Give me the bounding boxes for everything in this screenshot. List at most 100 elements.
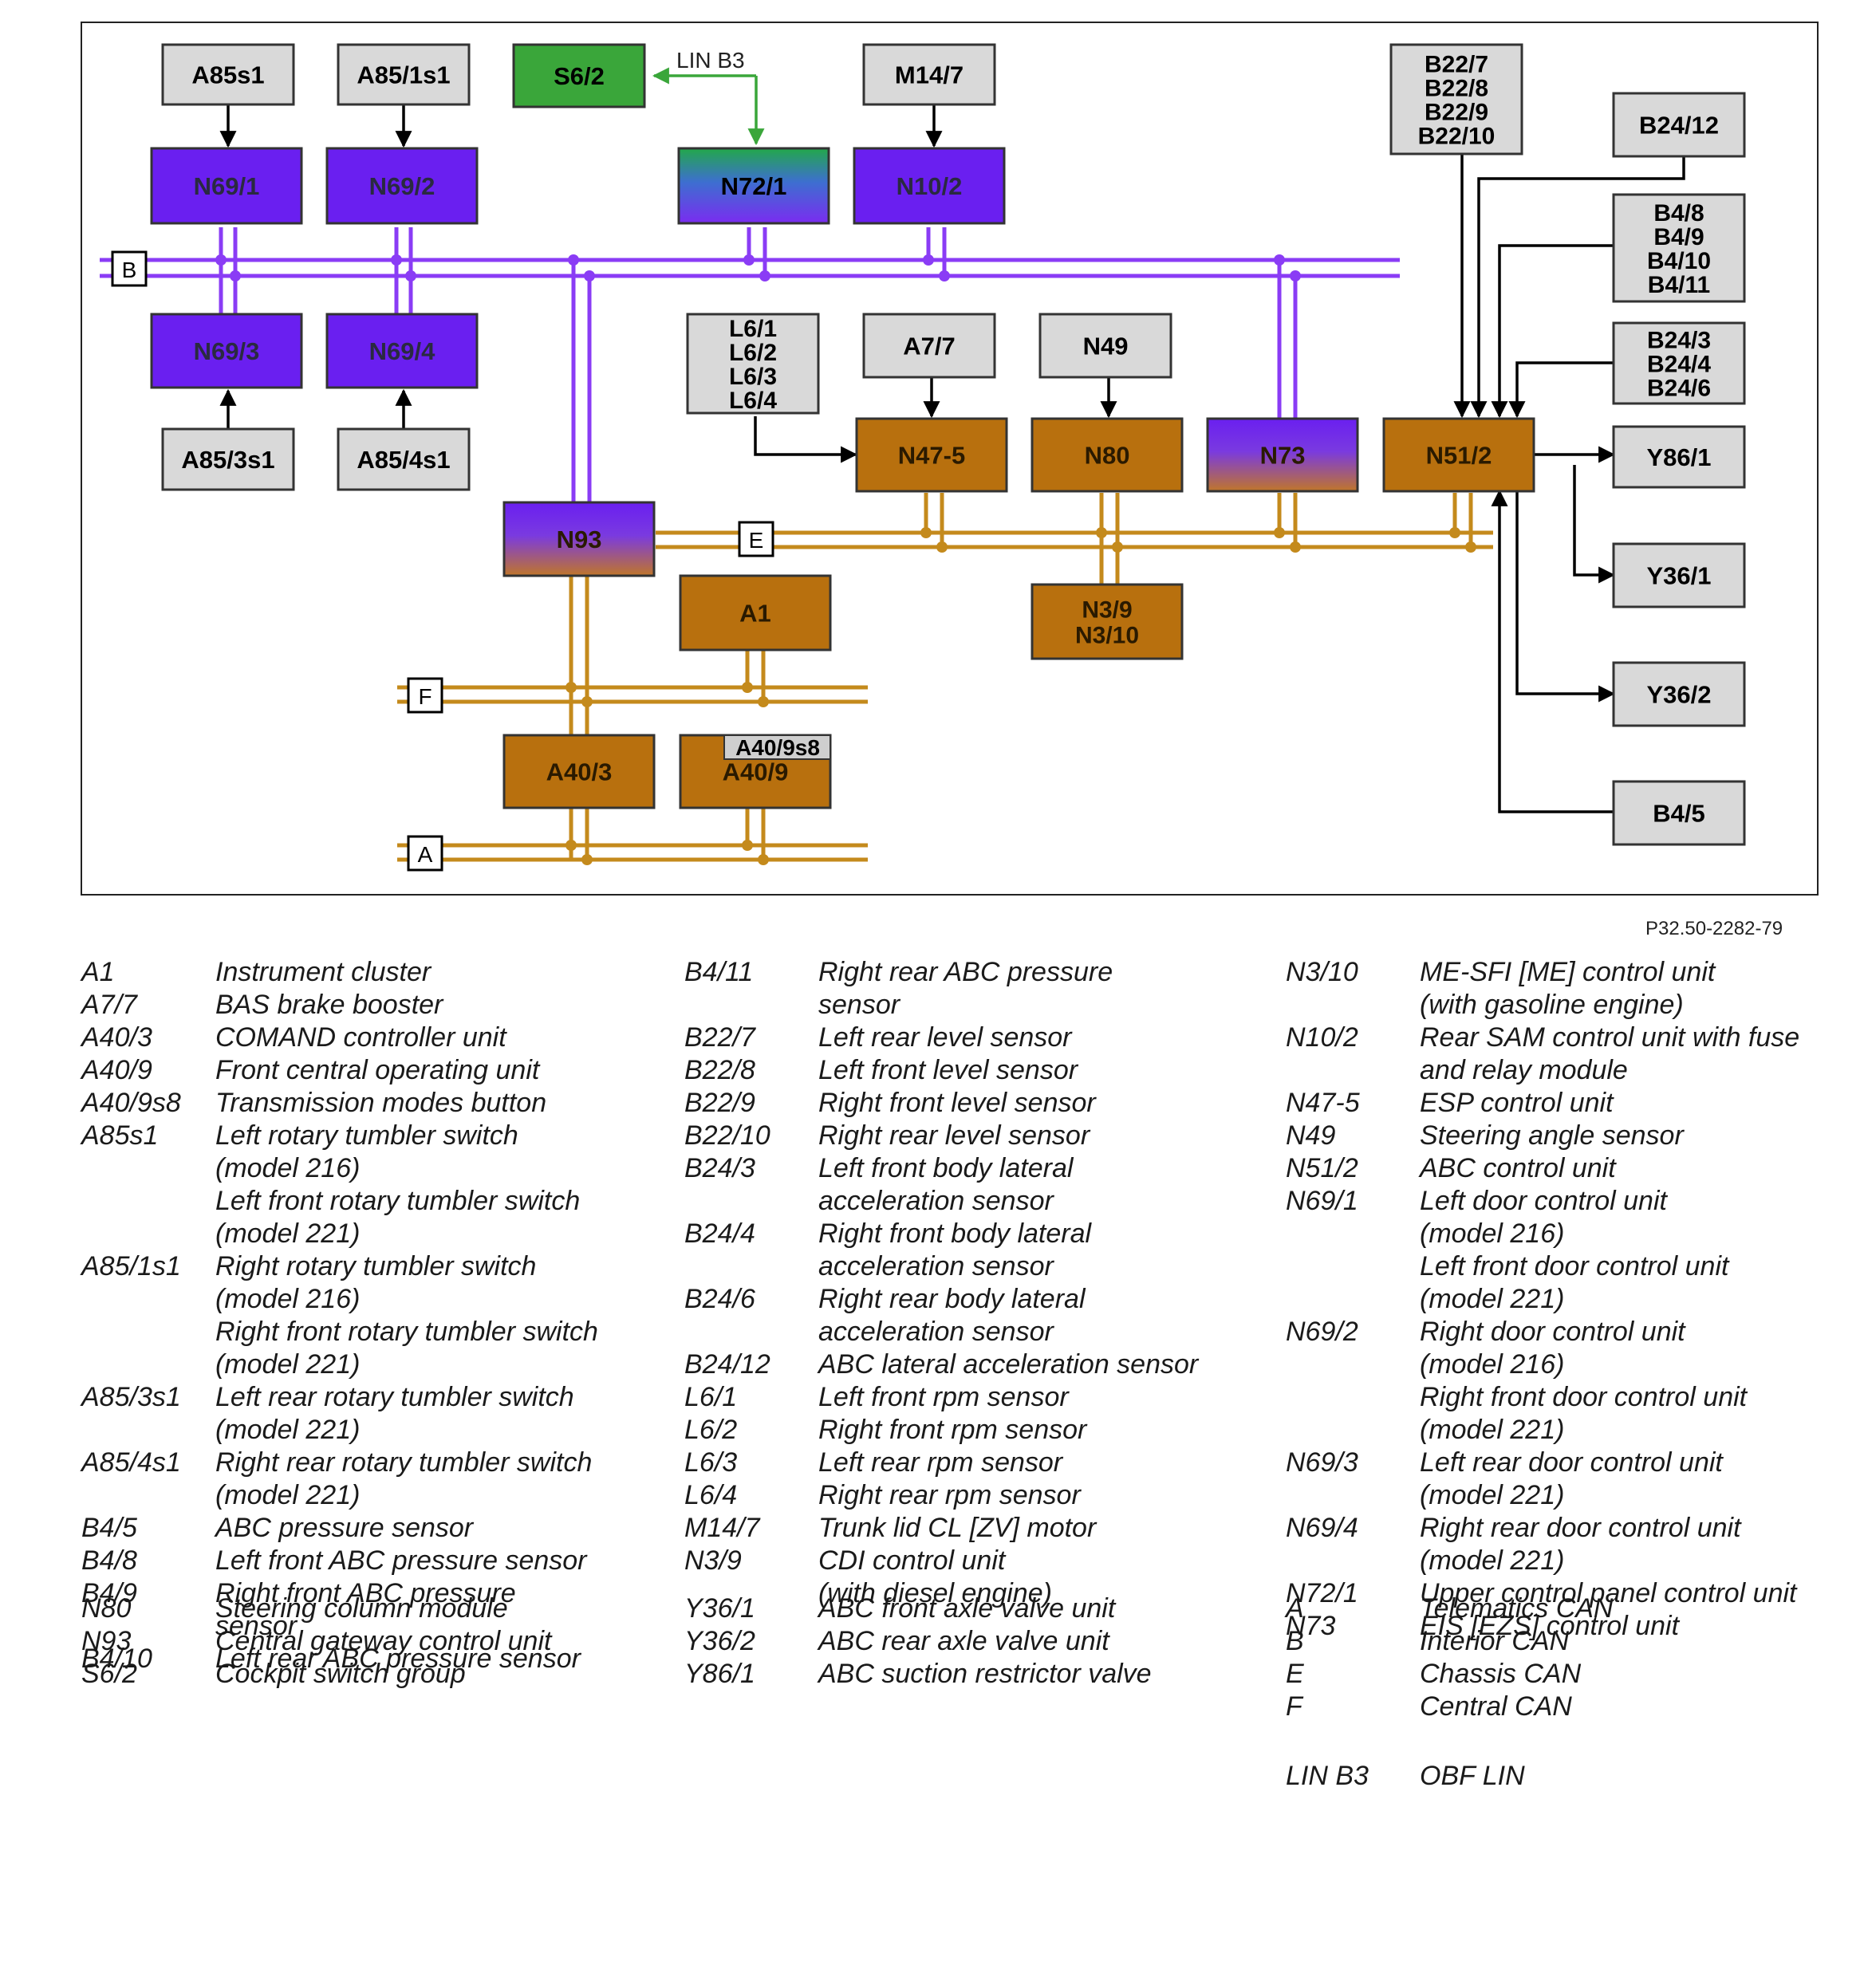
legend-description: ABC control unit	[1420, 1152, 1860, 1185]
legend-description-line: Left door control unit	[1420, 1186, 1667, 1216]
legend-description: Left rear level sensor	[818, 1022, 1243, 1054]
component-box-b22	[1389, 43, 1523, 155]
component-label-n80: N80	[1085, 442, 1130, 470]
component-label-l6: L6/1	[729, 316, 777, 342]
legend-description: Left rear rotary tumbler switch(model 22…	[215, 1381, 640, 1447]
component-box-a40-3	[502, 734, 656, 809]
legend-description-line: COMAND controller unit	[215, 1022, 506, 1053]
legend-description-line: Right front rotary tumbler switch	[215, 1317, 598, 1347]
legend-description: Transmission modes button	[215, 1087, 640, 1120]
legend-item: A40/9 Front central operating unit	[81, 1054, 640, 1087]
legend-description-line: acceleration sensor	[818, 1317, 1054, 1347]
legend-description: Interior CAN	[1420, 1625, 1844, 1658]
legend-description: Left rear rpm sensor	[818, 1447, 1243, 1479]
component-n73: N73	[1206, 417, 1359, 493]
component-label-m14-7: M14/7	[895, 61, 964, 89]
component-box-n51-2	[1382, 417, 1535, 493]
legend-code: E	[1286, 1659, 1304, 1689]
legend-description-line: (model 221)	[1420, 1284, 1565, 1314]
legend-description-line: ABC front axle valve unit	[818, 1593, 1116, 1624]
legend-code: A40/9	[81, 1055, 152, 1085]
bus-label-a-text: A	[418, 842, 433, 867]
legend-code: N69/3	[1286, 1447, 1358, 1478]
component-n47-5: N47-5	[855, 417, 1008, 493]
component-label-a7-7: A7/7	[903, 333, 955, 360]
component-a85-1s1: A85/1s1	[337, 43, 471, 106]
legend-description-line: Left rear level sensor	[818, 1022, 1072, 1053]
legend-description-line: and relay module	[1420, 1055, 1628, 1085]
legend-description-line: (model 221)	[1420, 1480, 1565, 1510]
legend-item: B4/5 ABC pressure sensor	[81, 1512, 640, 1545]
legend-code: N51/2	[1286, 1153, 1358, 1183]
legend-description: Right door control unit(model 216)Right …	[1420, 1316, 1860, 1447]
legend-code: B4/5	[81, 1513, 137, 1543]
component-label-b4-8: B4/11	[1648, 272, 1710, 298]
legend-description: ABC pressure sensor	[215, 1512, 640, 1545]
component-box-n80	[1031, 417, 1184, 493]
legend-description-line: Right front body lateral	[818, 1218, 1092, 1249]
component-n10-2: N10/2	[853, 147, 1006, 225]
legend-description: Left rotary tumbler switch(model 216)Lef…	[215, 1120, 640, 1250]
legend-code: B24/12	[684, 1349, 770, 1380]
component-box-a7-7	[862, 313, 996, 379]
component-n69-2: N69/2	[325, 147, 479, 225]
legend-code: N73	[1286, 1611, 1336, 1641]
component-box-a85-4s1	[337, 427, 471, 491]
component-label-n73: N73	[1260, 442, 1306, 470]
legend-code: N69/4	[1286, 1513, 1358, 1543]
legend-description-line: Left front rotary tumbler switch	[215, 1186, 581, 1216]
legend-description-line: Left front body lateral	[818, 1153, 1074, 1183]
component-box-a85s1	[161, 43, 295, 106]
component-n3-9: N3/9N3/10	[1031, 583, 1184, 660]
legend-description: Right rear level sensor	[818, 1120, 1243, 1152]
legend-code: L6/2	[684, 1415, 738, 1445]
legend-description-line: Left rear ABC pressure sensor	[215, 1644, 581, 1674]
component-label-n69-3: N69/3	[194, 337, 260, 365]
legend-description-line: ABC lateral acceleration sensor	[818, 1349, 1199, 1380]
legend-description: ABC suction restrictor valve	[818, 1658, 1243, 1691]
legend-item: L6/3 Left rear rpm sensor	[684, 1447, 1243, 1479]
legend-code: L6/1	[684, 1382, 738, 1412]
component-box-n72-1	[677, 147, 830, 225]
legend-description-line: CDI control unit	[818, 1545, 1006, 1576]
legend-description-line: Left rear rpm sensor	[818, 1447, 1063, 1478]
legend-description-line: ABC pressure sensor	[215, 1513, 474, 1543]
component-label-a40-9: A40/9	[723, 758, 789, 786]
legend-description-line: Right front ABC pressure	[215, 1578, 516, 1608]
bus-label-b: B	[111, 250, 148, 287]
legend-description-line: Steering angle sensor	[1420, 1120, 1684, 1151]
legend-code: N3/10	[1286, 957, 1358, 987]
legend-description: Chassis CAN	[1420, 1658, 1844, 1691]
legend-code: L6/3	[684, 1447, 738, 1478]
legend-description-line: (model 216)	[1420, 1218, 1565, 1249]
component-label-b24-12: B24/12	[1639, 112, 1719, 140]
legend-description: Right front rpm sensor	[818, 1414, 1243, 1447]
legend-description-line: Right rear rpm sensor	[818, 1480, 1081, 1510]
legend-description: Front central operating unit	[215, 1054, 640, 1087]
legend-code: LIN B3	[1286, 1761, 1369, 1791]
component-label-n3-9: N3/10	[1075, 623, 1139, 649]
component-n49: N49	[1038, 313, 1172, 379]
legend-description-line: Interior CAN	[1420, 1626, 1570, 1656]
component-label-y36-2: Y36/2	[1646, 681, 1711, 709]
legend-description-line: Right door control unit	[1420, 1317, 1685, 1347]
component-label-n49: N49	[1083, 333, 1129, 360]
component-box-a85-1s1	[337, 43, 471, 106]
